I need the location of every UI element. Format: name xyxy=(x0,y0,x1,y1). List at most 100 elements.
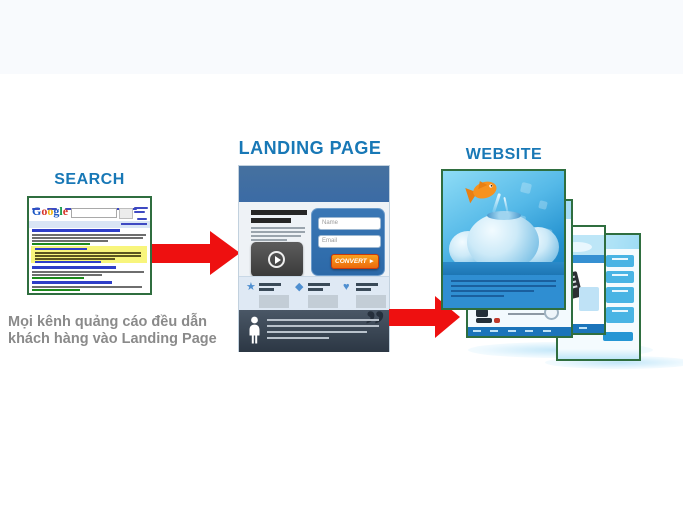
website-section-title: WEBSITE xyxy=(465,146,543,163)
nav-link-placeholder xyxy=(129,207,137,210)
result-text-placeholder xyxy=(35,258,115,260)
background-band xyxy=(0,0,683,74)
result-link-placeholder xyxy=(32,266,116,269)
cube-icon: ◆ xyxy=(295,281,304,293)
landing-section-title: LANDING PAGE xyxy=(238,138,382,158)
arrow-shaft xyxy=(152,244,210,263)
result-text-placeholder xyxy=(35,255,141,257)
feature-title-bar xyxy=(259,288,274,291)
logo-letter: e xyxy=(62,204,69,218)
result-link-placeholder xyxy=(35,248,87,250)
logo-letter: G xyxy=(32,204,42,218)
result-text-placeholder xyxy=(32,234,146,236)
landing-header-band xyxy=(239,166,389,202)
result-text-placeholder xyxy=(32,271,144,273)
nav-item-placeholder xyxy=(490,330,499,332)
band-text-line xyxy=(451,285,556,287)
logo-letter: l xyxy=(59,204,63,218)
search-input[interactable] xyxy=(71,208,117,218)
sidebar-box xyxy=(606,271,634,283)
headline-bar xyxy=(251,210,307,215)
fish-water-illustration xyxy=(443,171,564,275)
feature-text-block xyxy=(259,295,289,308)
floating-square xyxy=(519,181,533,195)
nav-item-placeholder xyxy=(507,330,516,332)
feature-text-block xyxy=(356,295,386,308)
quote-icon: ” xyxy=(365,310,385,347)
page-footer-swoosh xyxy=(558,349,639,359)
website-page-thumbnail-front xyxy=(441,169,566,310)
result-url-placeholder xyxy=(32,277,84,279)
water-bubble-bowl xyxy=(467,213,539,271)
features-row: ★ ◆ ♥ xyxy=(239,276,389,311)
heart-icon: ♥ xyxy=(343,281,350,293)
result-url-placeholder xyxy=(35,261,101,263)
sidebar-box xyxy=(606,255,634,267)
link-placeholder xyxy=(134,211,145,213)
link-placeholder xyxy=(134,207,148,209)
page-button xyxy=(603,332,633,341)
search-section-title: SEARCH xyxy=(54,171,125,188)
video-logo xyxy=(476,309,502,323)
feature-title-bar xyxy=(308,288,323,291)
logo-block xyxy=(494,318,500,323)
cloud-shape xyxy=(562,242,592,252)
caption-text: Mọi kênh quảng cáo đều dẫn khách hàng và… xyxy=(8,314,223,348)
band-text-line xyxy=(451,295,504,297)
logo-letter: g xyxy=(53,204,60,218)
testimonial-line xyxy=(267,331,367,333)
feature-title-bar xyxy=(259,283,281,286)
box-text-placeholder xyxy=(611,274,629,276)
result-text-placeholder xyxy=(35,252,141,254)
caption-line: khách hàng vào Landing Page xyxy=(8,331,217,348)
band-text-line xyxy=(451,290,534,292)
box-text-placeholder xyxy=(611,290,629,292)
result-text-placeholder xyxy=(32,274,102,276)
search-result xyxy=(32,281,147,291)
logo-block xyxy=(476,318,492,323)
arrow-right-icon xyxy=(152,231,240,276)
page-text-band xyxy=(443,275,564,308)
bottom-nav-bar xyxy=(468,327,571,336)
feature-text-block xyxy=(308,295,338,308)
nav-item-placeholder xyxy=(542,330,551,332)
box-text-placeholder xyxy=(611,258,629,260)
testimonial-footer: ” xyxy=(239,310,389,352)
convert-button[interactable]: CONVERT ► xyxy=(331,254,379,269)
paragraph-line xyxy=(251,239,287,241)
arrow-shaft xyxy=(389,309,435,326)
result-text-placeholder xyxy=(32,240,108,242)
result-text-placeholder xyxy=(32,237,143,239)
nav-link-placeholder xyxy=(112,207,123,210)
paragraph-line xyxy=(251,227,305,229)
headline-bar xyxy=(251,218,291,223)
result-link-placeholder xyxy=(32,229,120,232)
paragraph-line xyxy=(251,235,301,237)
sidebar-box xyxy=(606,287,634,303)
name-input[interactable]: Name xyxy=(318,217,381,230)
result-text-placeholder xyxy=(32,286,142,288)
goldfish-icon xyxy=(465,181,497,204)
play-icon[interactable] xyxy=(268,250,285,268)
search-result xyxy=(32,229,147,245)
sea-band xyxy=(443,262,564,275)
nav-link-placeholder xyxy=(47,207,58,210)
sidebar-box xyxy=(606,307,634,323)
result-url-placeholder xyxy=(32,289,80,291)
person-icon xyxy=(249,316,260,344)
star-icon: ★ xyxy=(246,281,256,293)
logo-block xyxy=(476,309,488,317)
sign-in-link-placeholder xyxy=(137,218,147,220)
caption-line: Mọi kênh quảng cáo đều dẫn xyxy=(8,314,207,330)
box-text-placeholder xyxy=(611,310,629,312)
logo-letter: o xyxy=(47,204,54,218)
search-button[interactable] xyxy=(119,208,133,219)
landing-page-mockup: Name Email CONVERT ► ★ ◆ ♥ xyxy=(238,165,390,352)
result-link-placeholder xyxy=(32,281,112,284)
feature-title-bar xyxy=(356,288,371,291)
result-url-placeholder xyxy=(32,243,90,245)
testimonial-line xyxy=(267,325,379,327)
email-input[interactable]: Email xyxy=(318,235,381,248)
video-player[interactable] xyxy=(251,242,303,277)
